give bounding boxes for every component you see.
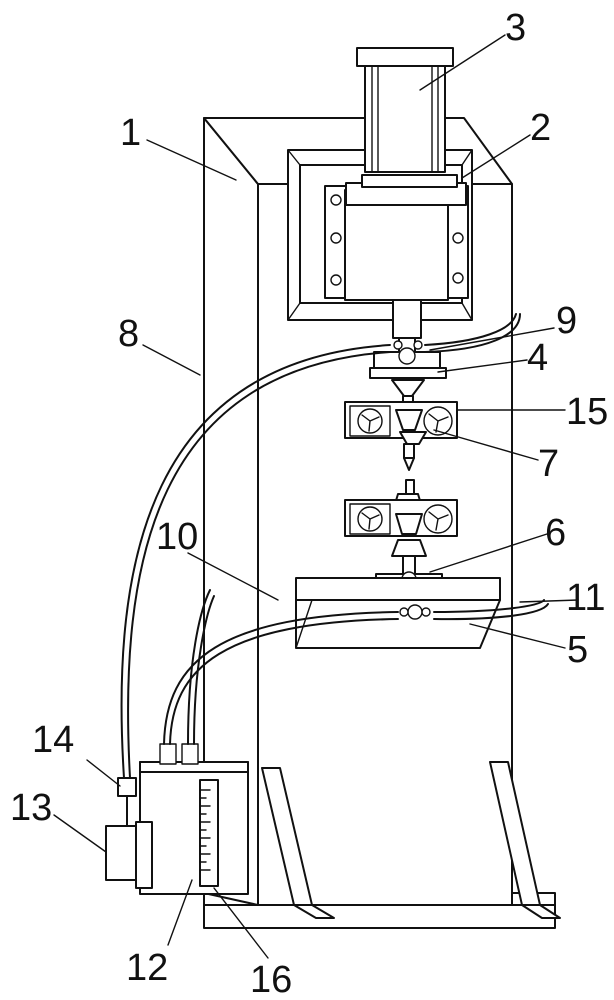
label-3: 3 (505, 7, 526, 49)
label-10: 10 (156, 516, 198, 558)
bolt-icon (331, 233, 341, 243)
bolt-icon (331, 195, 341, 205)
label-6: 6 (545, 512, 566, 554)
label-11: 11 (566, 577, 605, 619)
label-14: 14 (32, 719, 74, 761)
pump (106, 822, 152, 888)
label-4: 4 (527, 337, 548, 379)
label-13: 13 (10, 787, 52, 829)
label-5: 5 (567, 629, 588, 671)
bolt-icon (331, 275, 341, 285)
valve (118, 778, 136, 826)
air-cylinder (357, 48, 453, 172)
label-15: 15 (566, 391, 608, 433)
label-7: 7 (538, 443, 559, 485)
label-2: 2 (530, 107, 551, 149)
label-8: 8 (118, 313, 139, 355)
bolt-icon (453, 273, 463, 283)
label-1: 1 (120, 112, 141, 154)
bolt-icon (453, 233, 463, 243)
mounting-bracket (325, 175, 468, 300)
label-9: 9 (556, 300, 577, 342)
label-16: 16 (250, 959, 292, 1000)
water-tank (140, 744, 248, 894)
label-12: 12 (126, 947, 168, 989)
